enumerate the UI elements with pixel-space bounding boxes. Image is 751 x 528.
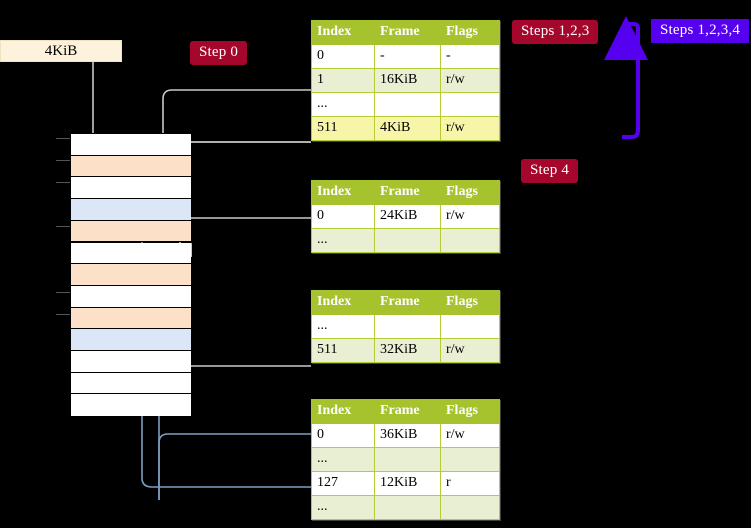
cell-index: ... [311,92,375,117]
column-header-flags: Flags [440,20,500,45]
cell-flags: - [440,44,500,69]
column-header-flags: Flags [440,399,500,424]
memory-tick [56,160,70,161]
memory-frame-row [71,155,191,178]
table-row: ... [311,314,500,339]
memory-tick [56,182,70,183]
cell-index: 511 [311,116,375,141]
cell-index: 0 [311,44,375,69]
memory-frame-row [71,372,191,395]
steps-1234-badge: Steps 1,2,3,4 [651,19,750,43]
cell-frame [374,495,441,520]
cell-flags: r/w [440,423,500,448]
memory-frame-row [71,220,191,243]
memory-frame-row [71,394,191,417]
cell-frame: 16KiB [374,68,441,93]
cell-frame: 32KiB [374,338,441,363]
frame-size-label: 4KiB [0,40,122,62]
memory-tick [56,292,70,293]
column-header-flags: Flags [440,180,500,205]
cell-frame: 24KiB [374,204,441,229]
memory-frame-row [71,329,191,351]
cell-frame [374,447,441,472]
cell-flags [440,495,500,520]
memory-tick [56,138,70,139]
cell-frame: 4KiB [374,116,441,141]
cell-flags: r/w [440,204,500,229]
cell-frame: 12KiB [374,471,441,496]
table-row: ... [311,495,500,520]
column-header-flags: Flags [440,290,500,315]
cell-index: 0 [311,423,375,448]
cell-index: ... [311,314,375,339]
cell-frame [374,228,441,253]
table-row: ... [311,92,500,117]
frame-size-text: 4KiB [44,42,78,59]
cell-flags [440,92,500,117]
cell-index: 0 [311,204,375,229]
steps-123-badge: Steps 1,2,3 [512,20,599,44]
cell-flags: r/w [440,338,500,363]
physical-memory-column [70,133,191,417]
table-row: ... [311,447,500,472]
memory-frame-row [71,242,191,265]
cell-frame: 36KiB [374,423,441,448]
memory-tick [56,314,70,315]
cell-flags: r [440,471,500,496]
column-header-frame: Frame [374,180,441,205]
column-header-frame: Frame [374,290,441,315]
cell-index: 1 [311,68,375,93]
step-0-badge: Step 0 [190,41,248,65]
cell-flags [440,447,500,472]
memory-frame-row [71,307,191,330]
column-header-index: Index [311,399,375,424]
cell-index: 511 [311,338,375,363]
memory-frame-row [71,199,191,221]
column-header-index: Index [311,290,375,315]
cell-index: ... [311,228,375,253]
memory-frame-row [71,285,191,308]
cell-flags [440,228,500,253]
table-row: ... [311,228,500,253]
memory-tick [56,226,70,227]
cell-frame: - [374,44,441,69]
cell-index: ... [311,447,375,472]
column-header-index: Index [311,20,375,45]
memory-frame-row [71,177,191,200]
memory-frame-row [71,351,191,373]
step-4-badge: Step 4 [521,159,579,183]
memory-frame-row [71,134,191,156]
cell-frame [374,314,441,339]
column-header-frame: Frame [374,20,441,45]
column-header-index: Index [311,180,375,205]
cell-flags: r/w [440,116,500,141]
cell-index: 127 [311,471,375,496]
cell-frame [374,92,441,117]
cell-index: ... [311,495,375,520]
cell-flags: r/w [440,68,500,93]
column-header-frame: Frame [374,399,441,424]
memory-frame-row [71,264,191,286]
cell-flags [440,314,500,339]
table-row: 0-- [311,44,500,69]
